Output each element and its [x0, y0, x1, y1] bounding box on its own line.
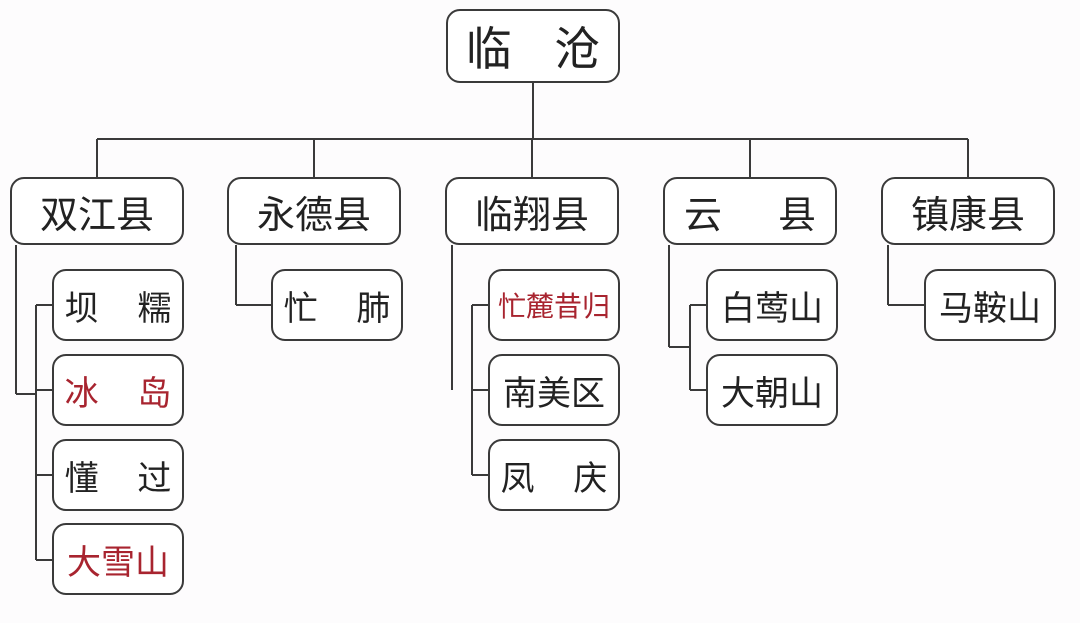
county-yongde: 永德县 [227, 177, 401, 245]
county-shuangjiang: 双江县 [10, 177, 184, 245]
leaf-dongguo: 懂 过 [52, 439, 184, 511]
leaf-bingdao: 冰 岛 [52, 354, 184, 426]
root-node: 临 沧 [446, 9, 620, 83]
leaf-banuo: 坝 糯 [52, 269, 184, 341]
county-zhenkang: 镇康县 [881, 177, 1055, 245]
leaf-baiyingshan: 白莺山 [706, 269, 838, 341]
leaf-mangfei: 忙 肺 [271, 269, 403, 341]
leaf-daxueshan: 大雪山 [52, 523, 184, 595]
county-linxiang: 临翔县 [445, 177, 619, 245]
leaf-manglu-xigui: 忙麓昔归 [488, 269, 620, 341]
county-yunxian: 云 县 [663, 177, 837, 245]
leaf-nanmeiqu: 南美区 [488, 354, 620, 426]
leaf-fengqing: 凤 庆 [488, 439, 620, 511]
leaf-dachaoshan: 大朝山 [706, 354, 838, 426]
leaf-maanshan: 马鞍山 [924, 269, 1056, 341]
